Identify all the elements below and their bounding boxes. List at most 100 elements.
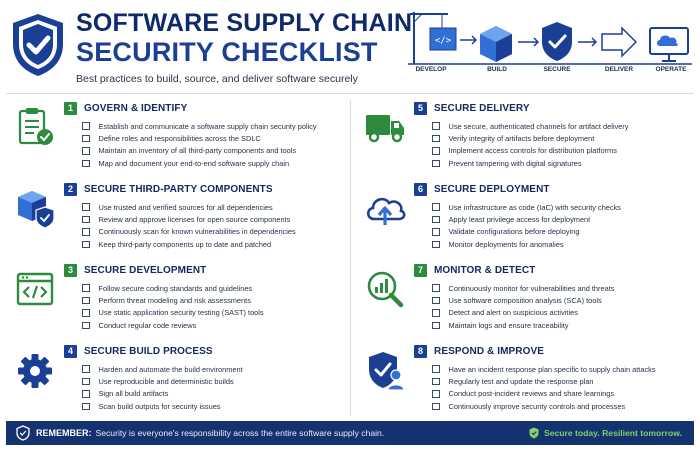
checkbox[interactable]	[432, 159, 440, 168]
checkbox[interactable]	[82, 240, 90, 249]
section-monitor-detect: 7 MONITOR & DETECT Continuously monitor …	[356, 262, 696, 340]
section-title: RESPOND & IMPROVE	[434, 345, 545, 357]
section-header: 7 MONITOR & DETECT	[414, 262, 535, 278]
checkbox[interactable]	[82, 284, 90, 292]
section-secure-development: 3 SECURE DEVELOPMENT Follow secure codin…	[6, 262, 346, 340]
checklist-item: Continuously monitor for vulnerabilities…	[432, 282, 614, 294]
checkbox[interactable]	[432, 215, 440, 224]
section-title: SECURE THIRD-PARTY COMPONENTS	[84, 183, 273, 195]
pipeline-label-build: BUILD	[487, 66, 507, 73]
code-window-icon	[16, 272, 54, 306]
checklist-item: Implement access controls for distributi…	[432, 145, 628, 157]
checklist-item: Scan build outputs for security issues	[82, 400, 243, 412]
checklist: Harden and automate the build environmen…	[82, 363, 243, 413]
section-secure-delivery: 5 SECURE DELIVERY Use secure, authentica…	[356, 100, 696, 178]
checkbox[interactable]	[82, 147, 90, 155]
section-header: 8 RESPOND & IMPROVE	[414, 343, 544, 359]
checkbox[interactable]	[82, 159, 90, 168]
checkbox[interactable]	[82, 309, 90, 317]
checkbox[interactable]	[432, 377, 440, 386]
checklist-item: Sign all build artifacts	[82, 388, 243, 400]
section-header: 6 SECURE DEPLOYMENT	[414, 181, 550, 197]
checkbox[interactable]	[432, 321, 440, 330]
section-govern-identify: 1 GOVERN & IDENTIFY Establish and commun…	[6, 100, 346, 178]
section-number: 4	[64, 344, 77, 358]
checklist-item: Use static application security testing …	[82, 307, 264, 319]
section-title: SECURE DEVELOPMENT	[84, 264, 207, 276]
checkbox[interactable]	[82, 134, 90, 143]
clipboard-check-icon	[18, 108, 53, 145]
column-divider	[350, 100, 351, 416]
checklist-item: Keep third-party components up to date a…	[82, 238, 296, 250]
checkbox[interactable]	[82, 203, 90, 211]
checklist-item: Continuously scan for known vulnerabilit…	[82, 226, 296, 238]
checkbox[interactable]	[432, 122, 440, 130]
checkbox[interactable]	[82, 377, 90, 386]
checklist: Have an incident response plan specific …	[432, 363, 656, 413]
pipeline-label-deliver: DELIVER	[604, 66, 634, 73]
checkbox[interactable]	[82, 215, 90, 224]
gear-icon	[18, 354, 52, 388]
checklist: Establish and communicate a software sup…	[82, 120, 317, 170]
checklist-item: Have an incident response plan specific …	[432, 363, 656, 375]
package-shield-icon	[18, 191, 55, 229]
checklist-item: Prevent tampering with digital signature…	[432, 157, 628, 169]
checklist-item: Review and approve licenses for open sou…	[82, 213, 296, 225]
page-title-line2: SECURITY CHECKLIST	[76, 37, 378, 67]
checklist: Use trusted and verified sources for all…	[82, 201, 296, 251]
checkbox[interactable]	[432, 402, 440, 411]
checklist-item: Validate configurations before deploying	[432, 226, 621, 238]
checkbox[interactable]	[82, 296, 90, 305]
checklist-item: Continuously improve security controls a…	[432, 400, 656, 412]
pipeline-label-operate: OPERATE	[655, 66, 687, 73]
checklist: Follow secure coding standards and guide…	[82, 282, 264, 332]
pipeline-label-develop: DEVELOP	[415, 66, 447, 73]
section-respond-improve: 8 RESPOND & IMPROVE Have an incident res…	[356, 343, 696, 421]
delivery-truck-icon	[366, 115, 404, 143]
section-header: 3 SECURE DEVELOPMENT	[64, 262, 206, 278]
checklist-item: Maintain logs and ensure traceability	[432, 319, 614, 331]
checkbox[interactable]	[432, 390, 440, 398]
cube-icon	[480, 26, 512, 62]
checkbox[interactable]	[432, 309, 440, 317]
checkbox[interactable]	[432, 147, 440, 155]
checkbox[interactable]	[82, 390, 90, 398]
checklist-item: Map and document your end-to-end softwar…	[82, 157, 317, 169]
section-secure-deployment: 6 SECURE DEPLOYMENT Use infrastructure a…	[356, 181, 696, 259]
checklist-item: Establish and communicate a software sup…	[82, 120, 317, 132]
checkbox[interactable]	[432, 134, 440, 143]
section-number: 6	[414, 182, 427, 196]
checkbox[interactable]	[82, 228, 90, 236]
checklist-item: Apply least privilege access for deploym…	[432, 213, 621, 225]
checklist: Use infrastructure as code (IaC) with se…	[432, 201, 621, 251]
checkbox[interactable]	[432, 296, 440, 305]
checklist-item: Use reproducible and deterministic build…	[82, 375, 243, 387]
pipeline-diagram: </>	[408, 12, 692, 65]
section-title: GOVERN & IDENTIFY	[84, 102, 188, 114]
checkbox[interactable]	[432, 284, 440, 292]
checkbox[interactable]	[82, 365, 90, 373]
shield-check-icon	[16, 425, 30, 441]
checklist-item: Use infrastructure as code (IaC) with se…	[432, 201, 621, 213]
checklist-item: Conduct post-incident reviews and share …	[432, 388, 656, 400]
checkbox[interactable]	[82, 122, 90, 130]
checkbox[interactable]	[432, 228, 440, 236]
checklist-item: Follow secure coding standards and guide…	[82, 282, 264, 294]
checkbox[interactable]	[432, 240, 440, 249]
shield-icon	[529, 427, 539, 439]
checkbox[interactable]	[432, 203, 440, 211]
section-header: 1 GOVERN & IDENTIFY	[64, 100, 187, 116]
checkbox[interactable]	[82, 321, 90, 330]
monitor-magnifier-icon	[367, 271, 404, 308]
shield-icon	[542, 22, 572, 61]
footer-tagline-group: Secure today. Resilient tomorrow.	[529, 427, 682, 439]
crane-icon: </>	[410, 12, 457, 64]
header-divider	[6, 93, 694, 94]
checkbox[interactable]	[432, 365, 440, 373]
footer-message: Security is everyone's responsibility ac…	[95, 428, 385, 438]
section-number: 8	[414, 344, 427, 358]
footer-banner: REMEMBER: Security is everyone's respons…	[6, 421, 694, 445]
checklist-item: Use secure, authenticated channels for a…	[432, 120, 628, 132]
page-title-line1: SOFTWARE SUPPLY CHAIN	[76, 9, 413, 37]
checkbox[interactable]	[82, 402, 90, 411]
